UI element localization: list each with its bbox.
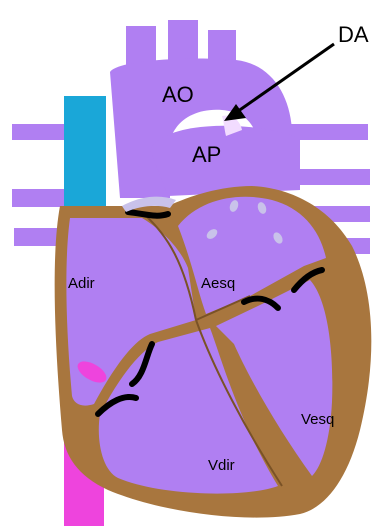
label-ao: AO xyxy=(162,84,194,106)
label-ap: AP xyxy=(192,144,221,166)
label-da: DA xyxy=(338,24,369,46)
pulmonary-valve xyxy=(128,212,168,216)
label-adir: Adir xyxy=(68,276,95,291)
pulmonary-artery xyxy=(150,126,300,196)
label-vesq: Vesq xyxy=(301,412,334,427)
label-aesq: Aesq xyxy=(201,276,235,291)
label-vdir: Vdir xyxy=(208,458,235,473)
superior-vena-cava xyxy=(64,96,106,206)
